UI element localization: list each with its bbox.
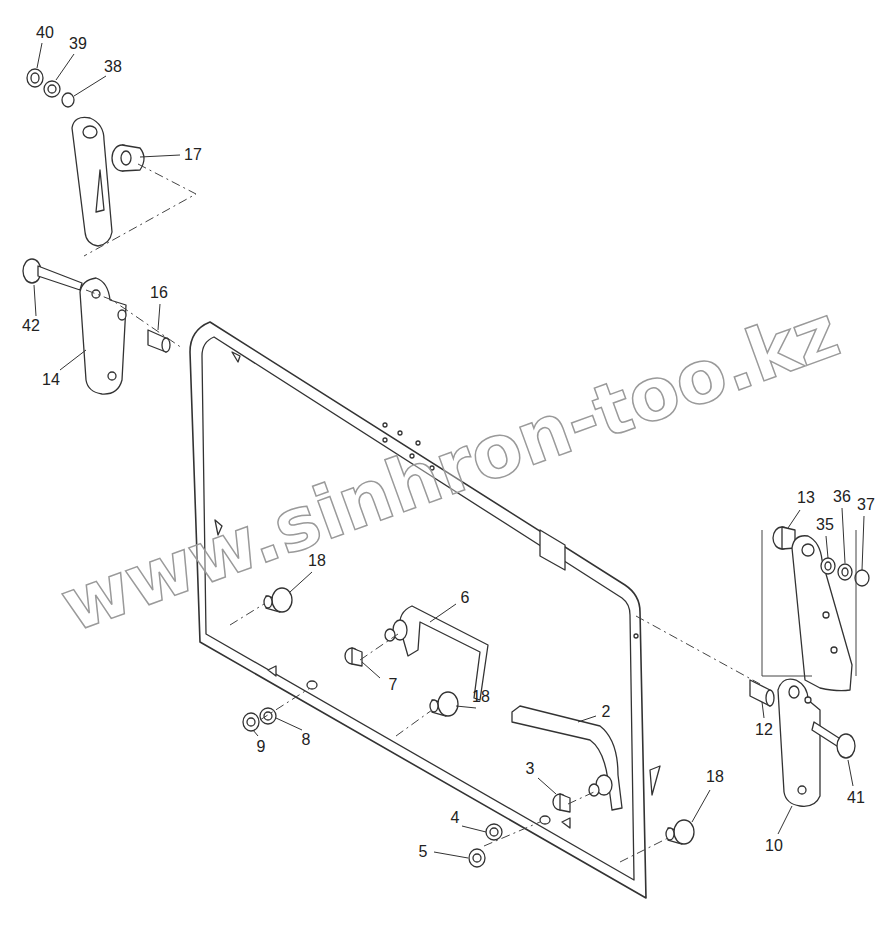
callout-number: 14 — [42, 372, 60, 388]
callout-number: 13 — [797, 490, 815, 506]
callout-number: 35 — [816, 517, 834, 533]
callout-number: 9 — [257, 739, 266, 755]
callout-number: 42 — [22, 318, 40, 334]
callout-number: 37 — [857, 497, 875, 513]
callout-number: 5 — [419, 844, 428, 860]
callout-number: 12 — [755, 722, 773, 738]
callout-number: 4 — [451, 810, 460, 826]
callout-number: 16 — [150, 285, 168, 301]
callout-number: 10 — [765, 838, 783, 854]
callout-number: 8 — [302, 732, 311, 748]
callout-number: 41 — [847, 790, 865, 806]
callout-number: 18 — [706, 769, 724, 785]
callout-number: 6 — [461, 590, 470, 606]
callout-number: 2 — [602, 704, 611, 720]
callout-number: 36 — [833, 489, 851, 505]
watermark: www.sinhron-too.kz — [52, 294, 847, 643]
callout-number: 3 — [526, 761, 535, 777]
callout-number: 18 — [472, 689, 490, 705]
callout-number: 17 — [184, 147, 202, 163]
callout-number: 38 — [104, 59, 122, 75]
callout-number: 39 — [69, 36, 87, 52]
callout-number: 40 — [36, 25, 54, 41]
callout-number: 7 — [389, 677, 398, 693]
